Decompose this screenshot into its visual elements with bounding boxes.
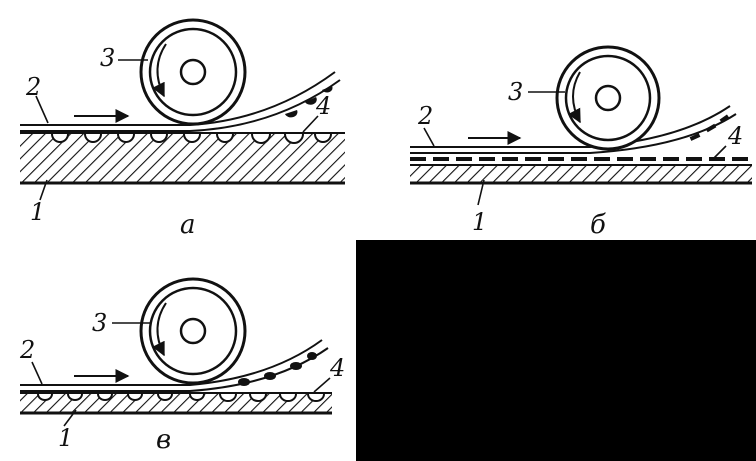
adhesive-bumps-c [37, 393, 325, 402]
rotation-arrow-b [567, 71, 581, 124]
label-sheet-b: 2 [417, 102, 433, 130]
adhesive-dots-b [689, 114, 730, 141]
label-roller-a: 3 [100, 44, 115, 72]
label-substrate-b: 1 [472, 208, 487, 236]
label-sheet-c: 2 [19, 336, 35, 364]
label-roller-c: 3 [92, 309, 107, 337]
adhesive-dots-a [285, 86, 333, 118]
grooves-a [51, 133, 332, 144]
roller-c-axle [179, 317, 207, 345]
roller-b-axle [594, 84, 622, 112]
label-adhesive-a: 4 [315, 92, 331, 120]
label-adhesive-b: 4 [727, 122, 743, 150]
panel-b: 1 2 3 4 б [410, 45, 752, 240]
panel-c: 1 2 3 4 в [19, 277, 345, 455]
roller-a-axle [179, 58, 207, 86]
blackout-region [356, 240, 756, 461]
rotation-arrow-c [152, 302, 167, 357]
label-substrate-c: 1 [58, 424, 73, 452]
label-adhesive-c: 4 [329, 354, 345, 382]
label-roller-b: 3 [508, 78, 523, 106]
rotation-arrow-a [152, 43, 167, 98]
caption-a: а [180, 210, 196, 240]
caption-b: б [590, 210, 606, 240]
label-sheet-a: 2 [25, 73, 41, 101]
label-substrate-a: 1 [30, 198, 45, 226]
caption-c: в [156, 425, 171, 455]
substrate-b [410, 165, 752, 183]
panel-a: 1 2 3 4 а [20, 18, 345, 240]
adhesive-dots-c [238, 352, 317, 386]
